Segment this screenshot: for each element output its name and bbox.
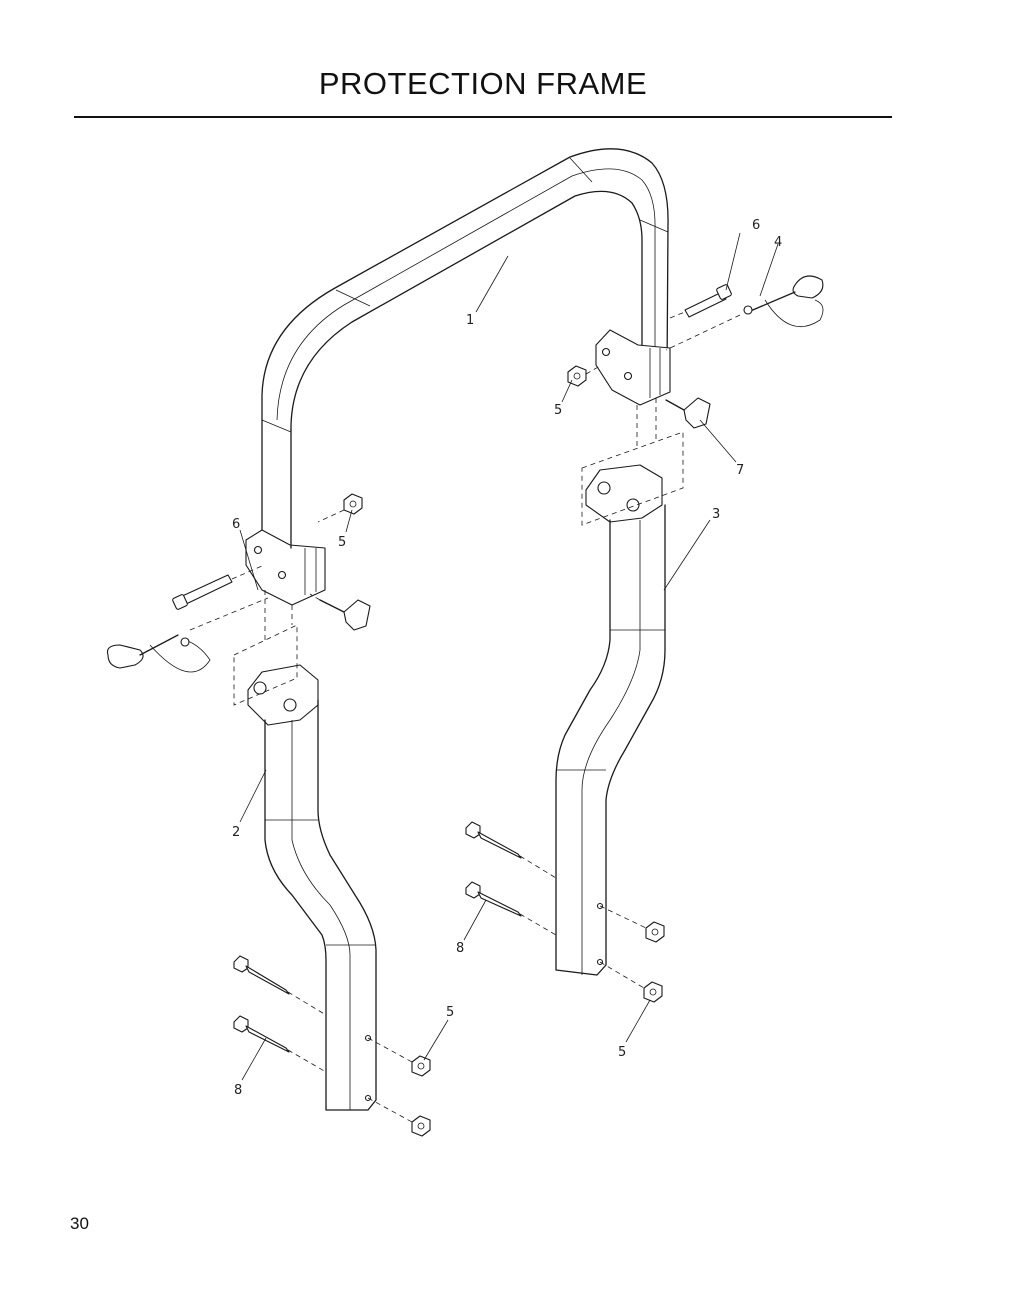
callout-5-lower-left: 5 [446, 1005, 454, 1020]
leader-lines [239, 232, 779, 1081]
left-hoop-bracket [245, 419, 326, 606]
callout-5-upper-right: 5 [554, 403, 562, 418]
callout-6-right: 6 [752, 218, 760, 233]
callout-3: 3 [712, 507, 720, 522]
bolt-right-upper [465, 821, 557, 879]
left-alignment-box [233, 590, 298, 706]
left-pin-bolt [172, 565, 263, 610]
callout-1: 1 [466, 313, 474, 328]
bolt-left-upper [233, 955, 327, 1016]
page-title: PROTECTION FRAME [318, 66, 648, 101]
right-knob [665, 397, 711, 429]
callout-7: 7 [736, 463, 744, 478]
callout-8-right: 8 [456, 941, 464, 956]
title-rule [74, 116, 892, 118]
nut-left-lower-2 [367, 1097, 431, 1137]
callout-6-left: 6 [232, 517, 240, 532]
page-number: 30 [70, 1214, 89, 1233]
nut-left-lower-1 [367, 1037, 431, 1077]
nut-right-lower-1 [599, 905, 665, 943]
left-lower-upright-part [247, 664, 377, 1111]
right-lower-upright-part [555, 464, 666, 976]
bolt-left-lower [233, 1015, 327, 1073]
left-hitch-pin [106, 597, 269, 673]
nut-upper-left [317, 493, 363, 523]
right-hoop-bracket [595, 329, 671, 406]
upper-hoop-part [261, 148, 669, 433]
right-hitch-pin [665, 275, 824, 351]
right-alignment-box [581, 398, 684, 526]
bolt-right-lower [465, 881, 557, 936]
nut-right-lower-2 [599, 961, 663, 1003]
callout-5-lower-right: 5 [618, 1045, 626, 1060]
callout-8-left: 8 [234, 1083, 242, 1098]
right-pin-bolt [669, 284, 732, 319]
left-knob [309, 593, 371, 631]
callout-2: 2 [232, 825, 240, 840]
callout-5-upper-left: 5 [338, 535, 346, 550]
callout-4: 4 [774, 235, 782, 250]
nut-upper-right [567, 365, 601, 387]
